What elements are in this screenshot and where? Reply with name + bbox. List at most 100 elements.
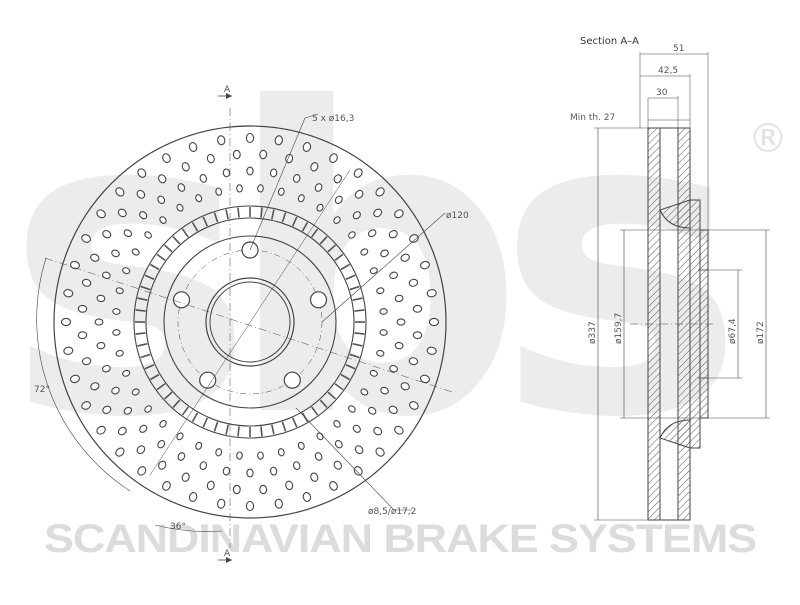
cross-drill-hole	[195, 441, 203, 450]
vent-slot	[150, 373, 160, 381]
vent-slot	[191, 222, 199, 232]
vent-slot	[191, 412, 199, 422]
cross-drill-hole	[360, 248, 369, 256]
cross-drill-hole	[354, 445, 364, 455]
registered-mark: ®	[748, 116, 788, 162]
cross-drill-hole	[348, 231, 356, 239]
cross-drill-hole	[259, 149, 268, 160]
cross-drill-hole	[77, 304, 88, 313]
pcd-label: ø120	[446, 211, 469, 221]
cross-drill-hole	[81, 401, 91, 410]
cross-drill-hole	[90, 382, 100, 391]
cross-drill-hole	[302, 492, 312, 502]
cross-drill-hole	[314, 183, 323, 192]
cross-drill-hole	[236, 184, 243, 193]
cross-drill-hole	[137, 168, 147, 178]
cross-drill-hole	[199, 174, 208, 183]
cross-drill-hole	[90, 253, 100, 262]
vent-slot	[352, 297, 363, 301]
cross-drill-hole	[329, 481, 338, 491]
cross-drill-hole	[354, 189, 364, 199]
sbs-logo-watermark: sbs ®	[5, 21, 788, 510]
vent-slot	[140, 353, 151, 359]
cross-drill-hole	[292, 461, 301, 470]
cross-drill-hole	[215, 187, 223, 196]
vent-slot	[334, 383, 344, 391]
center-bore-label: ø67,4	[728, 318, 738, 344]
vent-slot	[334, 253, 344, 261]
vent-slot	[137, 343, 148, 347]
cross-drill-hole	[259, 484, 268, 495]
cross-drill-hole	[314, 452, 323, 461]
overall-height-label: 51	[673, 44, 684, 54]
cross-drill-hole	[368, 406, 377, 415]
cross-drill-hole	[112, 329, 121, 336]
cross-drill-hole	[77, 331, 88, 340]
vent-slot	[271, 424, 275, 435]
section-view	[594, 52, 770, 521]
vent-slot	[345, 274, 356, 281]
cross-drill-hole	[188, 492, 198, 502]
cross-drill-hole	[389, 271, 398, 280]
cross-drill-hole	[176, 203, 184, 212]
bolt-hole	[172, 291, 191, 309]
cross-drill-hole	[388, 405, 398, 414]
cross-drill-hole	[177, 183, 186, 192]
cross-drill-hole	[368, 229, 377, 238]
cross-drill-hole	[333, 420, 341, 428]
cross-drill-hole	[400, 382, 410, 391]
cross-drill-hole	[206, 153, 215, 164]
vent-slot	[172, 236, 181, 245]
vent-slot	[144, 363, 155, 370]
vent-slot	[181, 228, 189, 238]
cross-drill-hole	[310, 162, 319, 172]
cross-drill-hole	[115, 287, 124, 295]
outer-diameter-label: ø337	[588, 321, 598, 344]
cross-drill-hole	[426, 346, 437, 355]
pcd-leader	[321, 212, 446, 323]
vent-ring-outer	[133, 205, 367, 439]
cross-drill-hole	[158, 460, 167, 470]
bolt-hole	[283, 371, 301, 389]
cross-drill-hole	[292, 174, 301, 183]
cross-drill-hole	[245, 500, 255, 512]
disc-outer-edge	[53, 125, 447, 519]
angle-72-label: 72°	[34, 385, 50, 395]
vent-slot	[156, 383, 166, 391]
cross-drill-hole	[94, 318, 104, 326]
cross-drill-hole	[409, 401, 419, 410]
vent-slot	[327, 391, 336, 400]
vent-slot	[135, 309, 146, 312]
cross-drill-hole	[222, 466, 231, 476]
cross-drill-hole	[409, 234, 419, 243]
vent-slots	[135, 207, 365, 437]
cross-drill-hole	[115, 187, 125, 197]
cross-drill-hole	[131, 388, 140, 396]
bolt-holes-label: 5 x ø16,3	[312, 114, 354, 124]
vent-slot	[291, 216, 298, 227]
cross-drill-hole	[115, 349, 124, 357]
cross-drill-hole	[102, 405, 112, 414]
vent-slot	[349, 285, 360, 291]
cross-drill-hole	[394, 294, 404, 303]
cross-drill-hole	[96, 425, 106, 435]
front-view-labels: A A 5 x ø16,3 ø120 ø8,5/ø17,2 72° 36°	[34, 85, 469, 559]
min-thickness-label: Min th. 27	[570, 113, 615, 123]
hat-depth-label: 42,5	[658, 66, 678, 76]
cross-drill-hole	[360, 388, 369, 396]
vent-slot	[172, 399, 181, 408]
cross-drill-hole	[102, 271, 111, 280]
cross-drill-hole	[122, 267, 131, 275]
cross-drill-hole	[102, 364, 111, 373]
cross-drill-hole	[157, 440, 166, 449]
cross-drill-hole	[353, 168, 363, 178]
cross-drill-hole	[245, 132, 255, 144]
cross-drill-hole	[96, 209, 106, 219]
cross-drill-hole	[352, 211, 361, 220]
cross-drill-hole	[396, 318, 406, 326]
vent-slot	[311, 406, 319, 416]
vent-slot	[345, 363, 356, 370]
cross-drill-hole	[217, 498, 226, 509]
cross-drill-hole	[380, 249, 389, 258]
